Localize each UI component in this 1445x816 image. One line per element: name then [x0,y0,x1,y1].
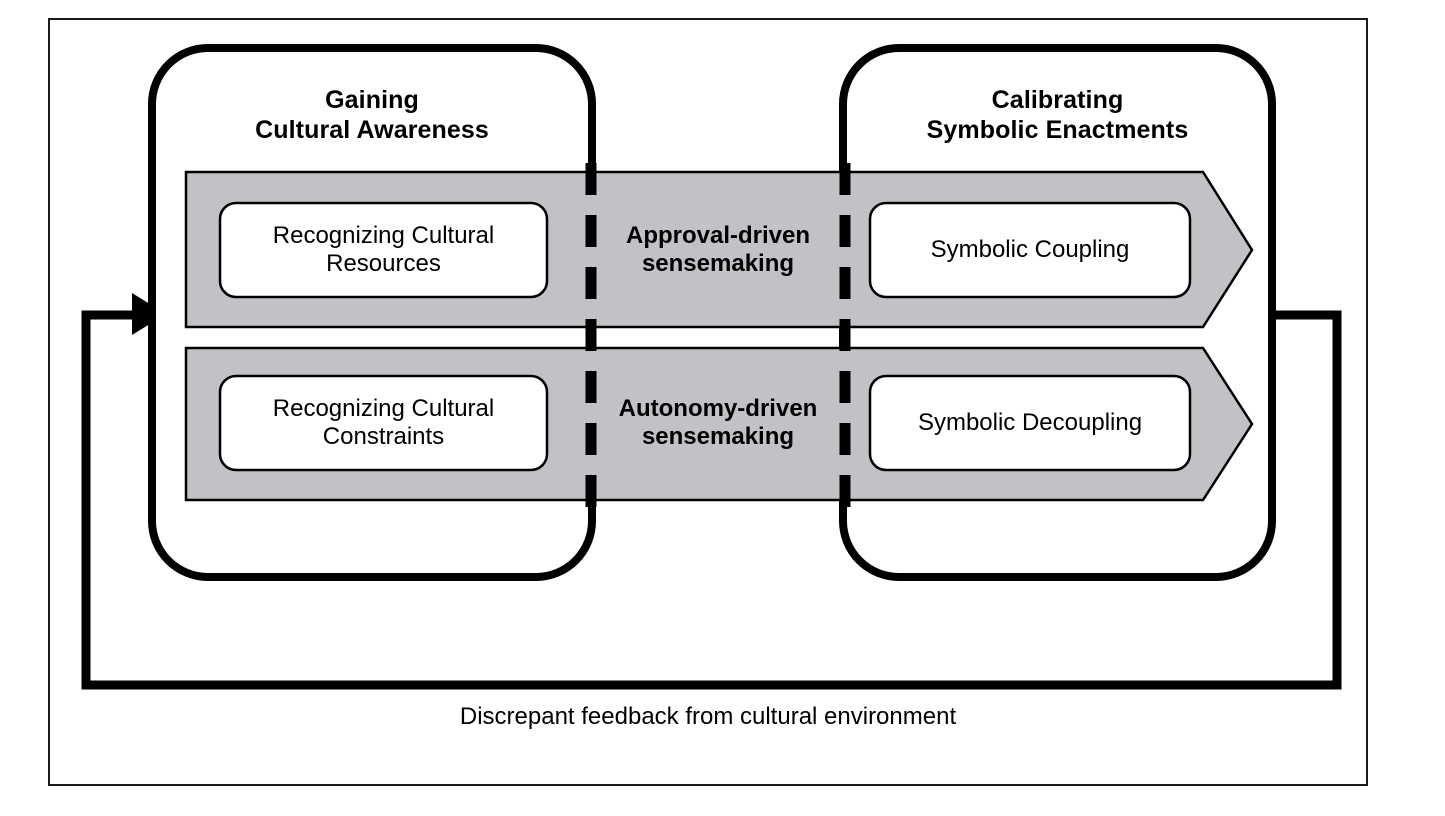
left-phase-title: Gaining Cultural Awareness [255,86,489,144]
row1-middle-label: Approval-driven sensemaking [625,221,811,277]
row1-right-node-label: Symbolic Coupling [930,235,1130,263]
row2-middle-label: Autonomy-driven sensemaking [618,394,818,450]
right-phase-title: Calibrating Symbolic Enactments [926,86,1189,144]
feedback-caption: Discrepant feedback from cultural enviro… [459,703,957,730]
row2-right-node-label: Symbolic Decoupling [917,408,1143,436]
row1-left-node-label: Recognizing Cultural Resources [272,221,495,277]
outer-border-frame [48,18,1368,786]
row2-left-node-label: Recognizing Cultural Constraints [272,394,495,450]
